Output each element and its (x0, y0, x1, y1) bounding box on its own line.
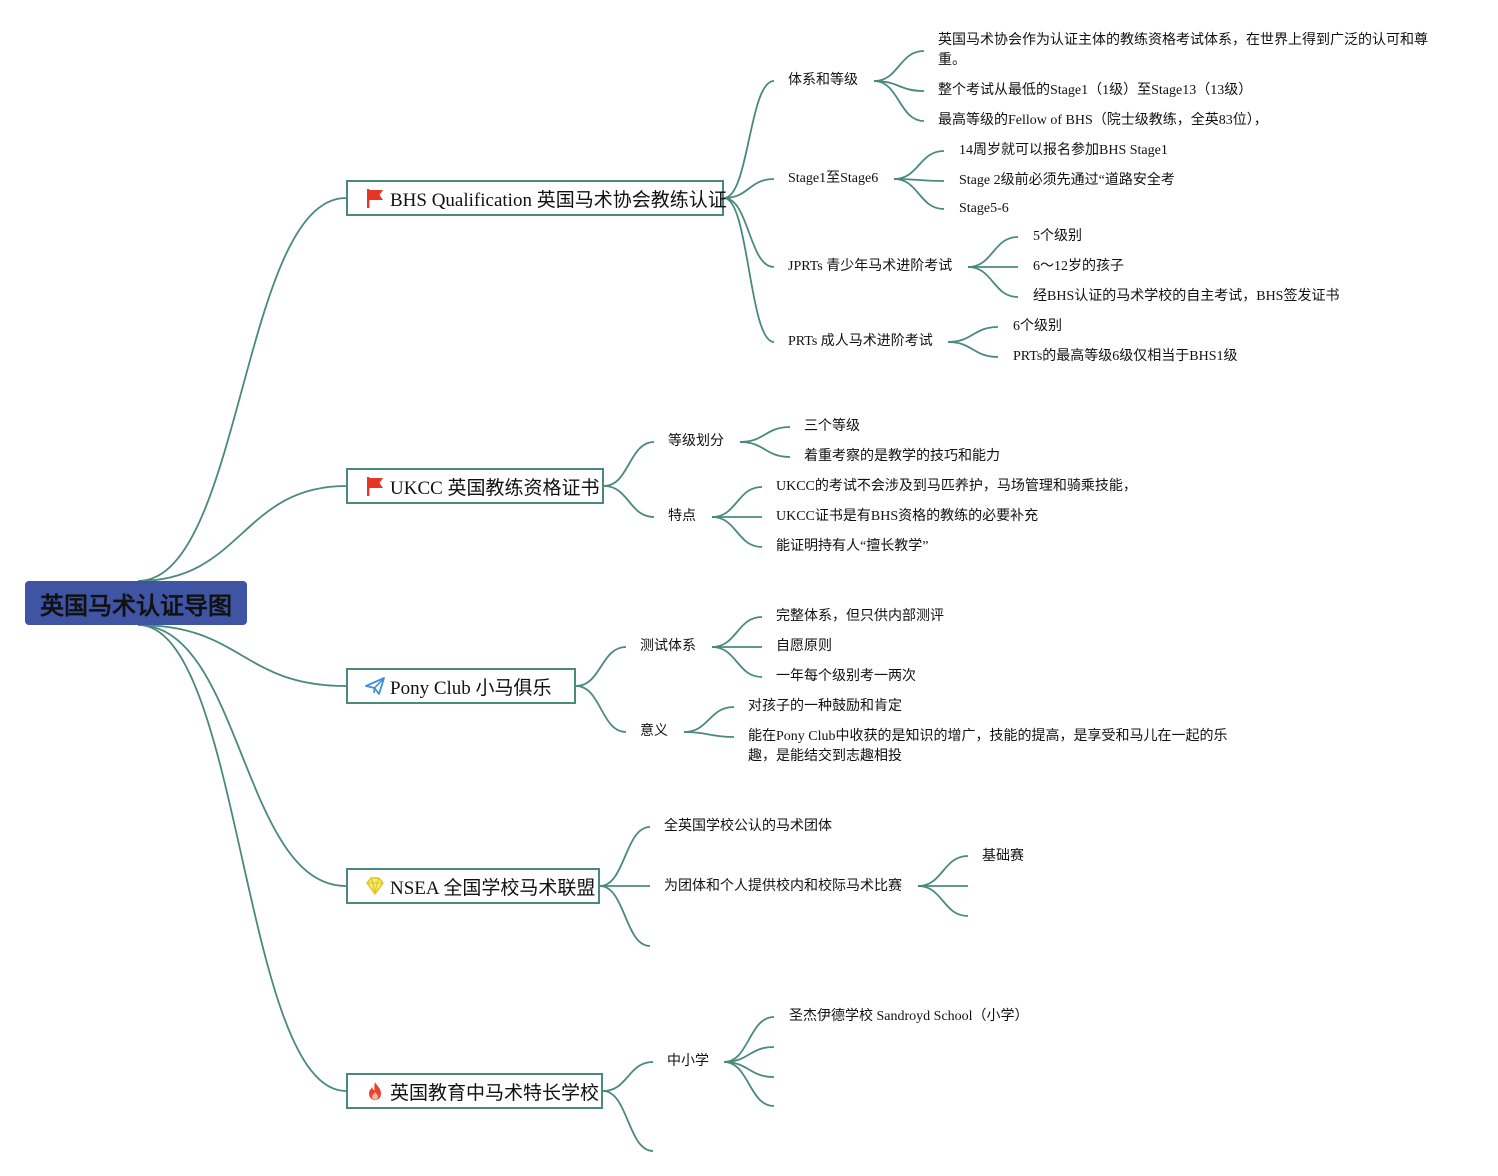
connector-leaf (947, 341, 999, 358)
subtopic-contest[interactable]: 为团体和个人提供校内和校际马术比赛 (664, 879, 902, 894)
topic-ukcc[interactable]: UKCC 英国教练资格证书 (346, 468, 604, 504)
connector-school-sub (602, 1090, 654, 1152)
red-flag-icon (364, 475, 386, 497)
subtopic-test[interactable]: 测试体系 (640, 639, 696, 654)
subtopic-grade[interactable]: 等级划分 (668, 434, 724, 449)
connector-nsea-sub (599, 826, 651, 887)
connector-nsea-sub (599, 885, 651, 947)
connector-leaf (967, 266, 1019, 298)
leaf-prts-1[interactable]: 6个级别 (1013, 319, 1062, 334)
leaf-jprts-3[interactable]: 经BHS认证的马术学校的自主考试，BHS签发证书 (1033, 289, 1340, 304)
topic-pony-club[interactable]: Pony Club 小马俱乐 (346, 668, 576, 704)
topic-label: UKCC 英国教练资格证书 (390, 477, 600, 499)
connector-ukcc-sub (603, 441, 655, 487)
connector-bhs-sub (723, 197, 775, 268)
connector-leaf (739, 441, 791, 458)
subtopic-meaning[interactable]: 意义 (640, 724, 668, 739)
subtopic-jprts[interactable]: JPRTs 青少年马术进阶考试 (788, 259, 953, 274)
leaf-grade-2[interactable]: 着重考察的是教学的技巧和能力 (804, 449, 1000, 464)
connector-leaf (873, 50, 925, 82)
connector-bhs-sub (723, 197, 775, 343)
leaf-prts-2[interactable]: PRTs的最高等级6级仅相当于BHS1级 (1013, 349, 1238, 364)
connector-leaf (873, 80, 925, 122)
topic-bhs-qualification[interactable]: BHS Qualification 英国马术协会教练认证 (346, 180, 727, 216)
connector-leaf (893, 178, 945, 210)
leaf-jprts-1[interactable]: 5个级别 (1033, 229, 1082, 244)
leaf-bhs-stage-1[interactable]: 14周岁就可以报名参加BHS Stage1 (959, 143, 1168, 158)
subtopic-stage[interactable]: Stage1至Stage6 (788, 171, 879, 186)
topic-nsea[interactable]: NSEA 全国学校马术联盟 (346, 868, 600, 904)
connector-root-pony (137, 624, 347, 687)
leaf-test-1[interactable]: 完整体系，但只供内部测评 (776, 609, 944, 624)
subtopic-primary[interactable]: 中小学 (667, 1054, 709, 1069)
leaf-feature-1[interactable]: UKCC的考试不会涉及到马匹养护，马场管理和骑乘技能， (776, 479, 1137, 494)
connector-pony-sub (575, 646, 627, 687)
connector-school-sub (602, 1061, 654, 1092)
red-flag-icon (364, 187, 386, 209)
subtopic-feature[interactable]: 特点 (668, 509, 696, 524)
connector-leaf (723, 1061, 775, 1107)
diamond-icon (364, 875, 386, 897)
topic-equestrian-school[interactable]: 英国教育中马术特长学校 (346, 1073, 603, 1109)
leaf-contest-1[interactable]: 基础赛 (982, 849, 1024, 864)
leaf-bhs-system-1[interactable]: 英国马术协会作为认证主体的教练资格考试体系，在世界上得到广泛的认可和尊重。 (938, 33, 1428, 68)
subtopic-prts[interactable]: PRTs 成人马术进阶考试 (788, 334, 933, 349)
leaf-primary-1[interactable]: 圣杰伊德学校 Sandroyd School（小学） (789, 1009, 1029, 1024)
connector-root-nsea (137, 624, 347, 887)
paper-plane-icon (364, 675, 386, 697)
leaf-meaning-2[interactable]: 能在Pony Club中收获的是知识的增广，技能的提高，是享受和马儿在一起的乐趣… (748, 729, 1228, 764)
topic-label: Pony Club 小马俱乐 (390, 677, 552, 699)
leaf-bhs-system-3[interactable]: 最高等级的Fellow of BHS（院士级教练，全英83位）， (938, 113, 1268, 128)
connector-leaf (711, 616, 763, 648)
connector-ukcc-sub (603, 485, 655, 518)
connector-leaf (711, 516, 763, 548)
leaf-test-2[interactable]: 自愿原则 (776, 639, 832, 654)
leaf-jprts-2[interactable]: 6～12岁的孩子 (1033, 259, 1124, 274)
connector-leaf (917, 885, 969, 917)
connector-bhs-sub (723, 80, 775, 199)
connector-leaf (683, 731, 735, 738)
connector-bhs-sub (723, 178, 775, 199)
connector-leaf (683, 706, 735, 733)
topic-label: 英国教育中马术特长学校 (390, 1082, 600, 1104)
leaf-test-3[interactable]: 一年每个级别考一两次 (776, 669, 916, 684)
connector-leaf (917, 855, 969, 887)
leaf-feature-3[interactable]: 能证明持有人“擅长教学” (776, 539, 929, 554)
connector-leaf (947, 326, 999, 343)
connector-leaf (711, 646, 763, 678)
leaf-bhs-stage-2[interactable]: Stage 2级前必须先通过“道路安全考 (959, 173, 1175, 188)
connector-root-ukcc (137, 485, 347, 582)
connector-root-bhs (137, 197, 347, 582)
connector-root-school (137, 624, 347, 1092)
root-topic[interactable]: 英国马术认证导图 (25, 581, 247, 625)
leaf-grade-1[interactable]: 三个等级 (804, 419, 860, 434)
connector-pony-sub (575, 685, 627, 733)
subtopic-system[interactable]: 体系和等级 (788, 73, 858, 88)
connector-leaf (739, 426, 791, 443)
topic-label: BHS Qualification 英国马术协会教练认证 (390, 189, 727, 211)
fire-icon (364, 1080, 386, 1102)
leaf-feature-2[interactable]: UKCC证书是有BHS资格的教练的必要补充 (776, 509, 1039, 524)
leaf-meaning-1[interactable]: 对孩子的一种鼓励和肯定 (748, 699, 902, 714)
topic-label: NSEA 全国学校马术联盟 (390, 877, 596, 899)
connector-leaf (893, 150, 945, 180)
leaf-bhs-stage-3[interactable]: Stage5-6 (959, 201, 1009, 216)
connector-leaf (967, 236, 1019, 268)
leaf-bhs-system-2[interactable]: 整个考试从最低的Stage1（1级）至Stage13（13级） (938, 83, 1253, 98)
connector-leaf (711, 486, 763, 518)
subtopic-group[interactable]: 全英国学校公认的马术团体 (664, 819, 832, 834)
